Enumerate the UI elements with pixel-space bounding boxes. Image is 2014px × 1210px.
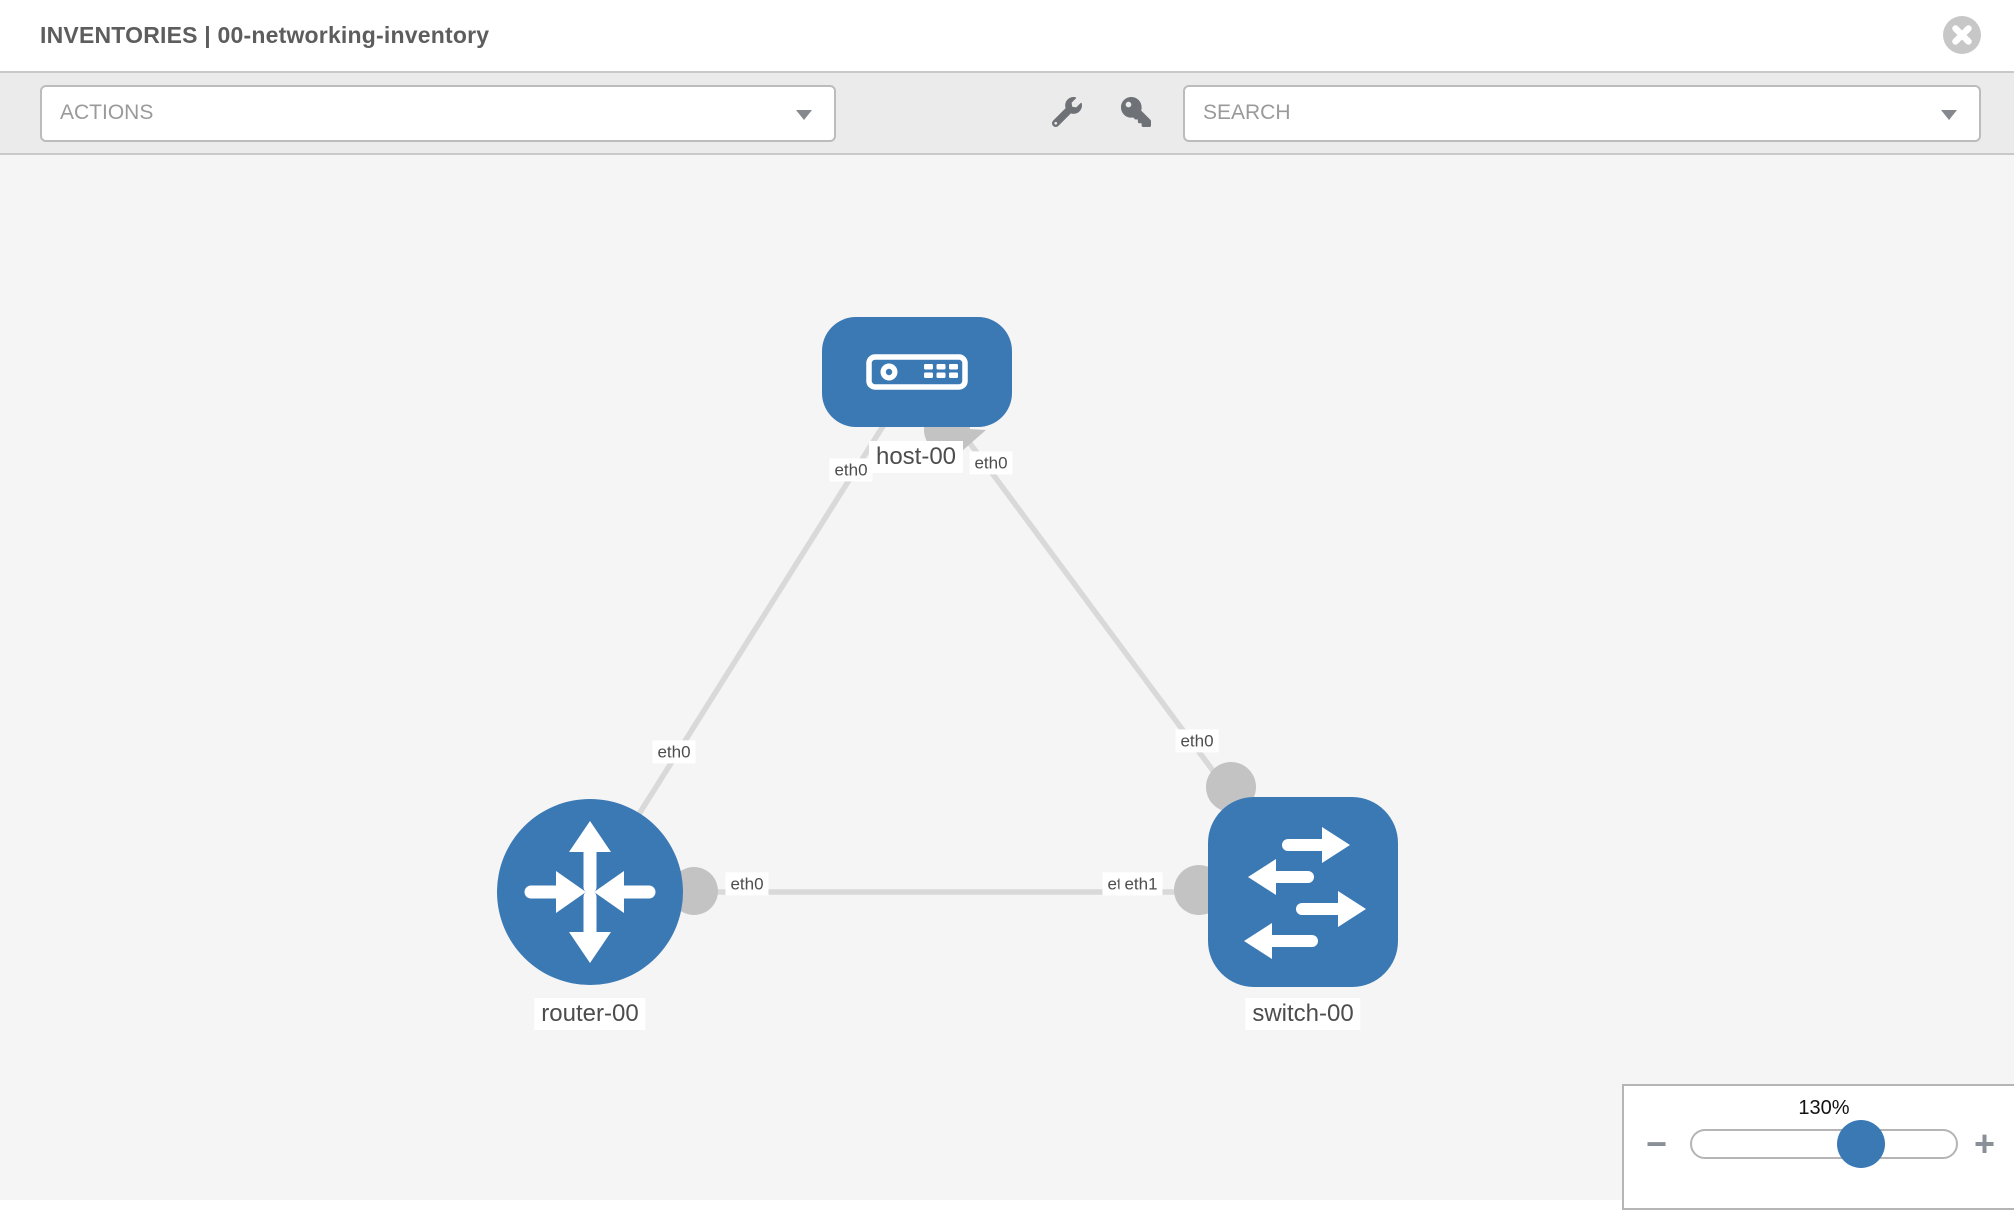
actions-dropdown-label: ACTIONS: [60, 101, 154, 124]
router-icon: [524, 821, 656, 963]
zoom-in-button[interactable]: +: [1974, 1123, 1996, 1164]
actions-dropdown[interactable]: ACTIONS: [40, 85, 836, 142]
switch-icon: [1244, 827, 1366, 959]
zoom-percent-label: 130%: [1798, 1097, 1850, 1119]
header: INVENTORIES | 00-networking-inventory: [0, 0, 2014, 73]
zoom-slider[interactable]: [1690, 1120, 1958, 1168]
host-icon: [866, 354, 968, 390]
key-button[interactable]: [1120, 97, 1152, 129]
node-switch-00[interactable]: [1208, 797, 1398, 987]
wrench-icon: [1051, 97, 1082, 128]
node-host-00[interactable]: [822, 317, 1012, 427]
topology-canvas[interactable]: [0, 155, 2014, 1200]
caret-down-icon: [796, 109, 812, 120]
page-title: INVENTORIES | 00-networking-inventory: [40, 22, 490, 48]
wrench-button[interactable]: [1051, 97, 1083, 129]
toolbar: ACTIONS SEARCH: [0, 73, 2014, 155]
zoom-panel: 130% − +: [1622, 1084, 2014, 1210]
search-dropdown[interactable]: SEARCH: [1183, 85, 1981, 142]
search-dropdown-label: SEARCH: [1203, 101, 1291, 124]
caret-down-icon: [1941, 109, 1957, 120]
node-router-00[interactable]: [497, 799, 683, 985]
close-button[interactable]: [1943, 16, 1981, 54]
zoom-out-button[interactable]: −: [1646, 1123, 1668, 1164]
key-icon: [1121, 97, 1151, 127]
zoom-slider-thumb[interactable]: [1836, 1120, 1885, 1168]
close-icon: [1952, 25, 1972, 45]
